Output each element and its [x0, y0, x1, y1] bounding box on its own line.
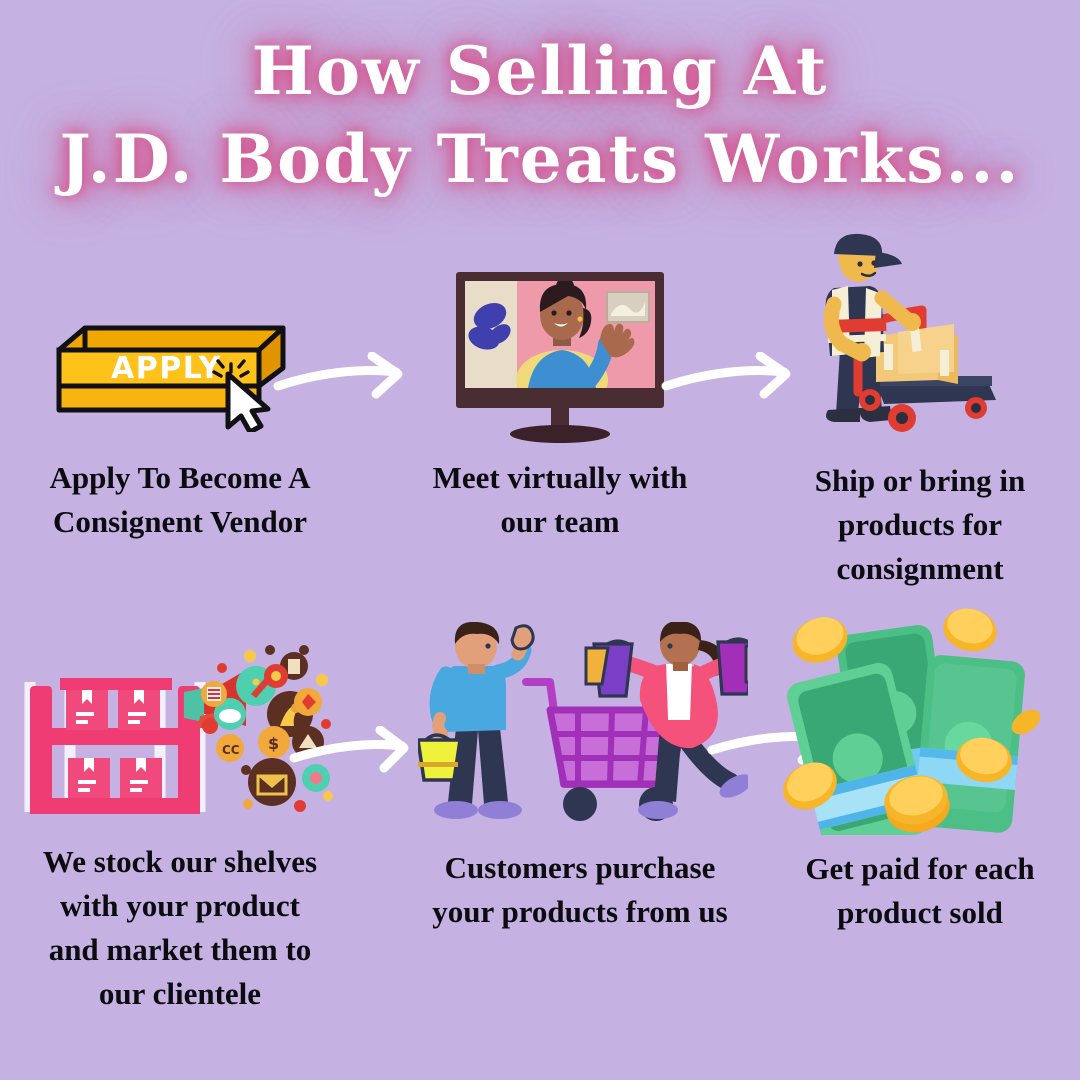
step-4: $ CC — [0, 590, 400, 1016]
step-4-caption-line-2: with your product — [59, 888, 300, 924]
title-line-1: How Selling At — [251, 32, 829, 110]
step-2-caption: Meet virtually with our team — [400, 456, 720, 544]
step-3-caption: Ship or bring in products for consignmen… — [760, 459, 1080, 591]
step-5: Customers purchase your products from us — [400, 622, 760, 934]
apply-button-cursor-icon: APPLY — [0, 300, 360, 432]
svg-text:CC: CC — [222, 743, 240, 757]
step-6: Get paid for each product sold — [760, 600, 1080, 935]
step-4-caption-line-3: and market them to — [48, 932, 312, 968]
step-3: Ship or bring in products for consignmen… — [760, 232, 1080, 591]
step-4-caption-line-4: our clientele — [98, 976, 262, 1012]
step-5-caption-line-2: your products from us — [432, 894, 728, 930]
page-title: How Selling At J.D. Body Treats Works... — [0, 38, 1080, 192]
title-line-2: J.D. Body Treats Works... — [59, 120, 1021, 198]
cash-coins-icon — [760, 600, 1080, 835]
shelving-megaphone-marketing-icon: $ CC — [0, 590, 400, 830]
svg-text:$: $ — [268, 734, 279, 753]
step-6-caption-line-1: Get paid for each — [805, 851, 1035, 886]
step-2: Meet virtually with our team — [400, 268, 720, 544]
step-3-caption-line-3: consignment — [836, 551, 1004, 587]
step-1-caption-line-2: Consignent Vendor — [52, 504, 308, 540]
step-1-caption: Apply To Become A Consignent Vendor — [0, 456, 360, 544]
arrow-step2-to-step3 — [661, 352, 791, 399]
step-6-caption: Get paid for each product sold — [760, 847, 1080, 935]
step-2-caption-line-2: our team — [500, 504, 620, 540]
step-4-caption-line-1: We stock our shelves — [42, 844, 318, 879]
step-4-caption: We stock our shelves with your product a… — [0, 840, 360, 1016]
step-1-caption-line-1: Apply To Become A — [49, 460, 311, 495]
video-call-monitor-icon — [400, 268, 720, 443]
step-5-caption: Customers purchase your products from us — [400, 846, 760, 934]
step-3-caption-line-1: Ship or bring in — [814, 463, 1026, 498]
step-3-caption-line-2: products for — [838, 507, 1002, 543]
arrow-step1-to-step2 — [273, 352, 403, 399]
step-5-caption-line-1: Customers purchase — [444, 850, 716, 885]
svg-text:APPLY: APPLY — [111, 351, 222, 386]
step-1: APPLY Apply To Become A Consignent Vendo… — [0, 300, 360, 544]
delivery-worker-hand-truck-icon — [760, 232, 1080, 447]
shoppers-cart-icon — [400, 622, 760, 832]
step-6-caption-line-2: product sold — [837, 895, 1003, 931]
arrow-step4-to-step5 — [289, 726, 409, 773]
step-2-caption-line-1: Meet virtually with — [432, 460, 688, 495]
